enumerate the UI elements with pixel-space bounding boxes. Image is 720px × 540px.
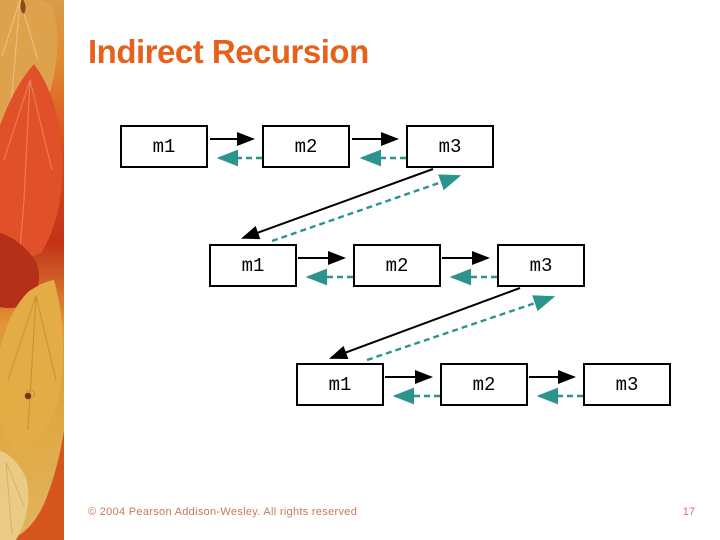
box-m2-level3: m2 — [440, 363, 528, 406]
box-m3-level3: m3 — [583, 363, 671, 406]
box-label: m3 — [615, 373, 639, 396]
return-arrow-l3-m1-l2-m3 — [366, 295, 556, 362]
box-label: m3 — [438, 135, 462, 158]
box-label: m1 — [328, 373, 352, 396]
copyright-text: © 2004 Pearson Addison-Wesley. All right… — [88, 506, 358, 518]
call-arrow-l2-m3-l3-m1 — [329, 287, 521, 360]
box-label: m2 — [385, 254, 409, 277]
autumn-leaves-sidebar-image — [0, 0, 64, 540]
box-label: m2 — [472, 373, 496, 396]
box-m1-level2: m1 — [209, 244, 297, 287]
call-arrow-l1-m3-l2-m1 — [241, 168, 434, 240]
return-arrow-l2-m1-l1-m3 — [271, 174, 462, 243]
box-m1-level3: m1 — [296, 363, 384, 406]
box-label: m2 — [294, 135, 318, 158]
box-m3-level2: m3 — [497, 244, 585, 287]
box-label: m1 — [152, 135, 176, 158]
box-m1-level1: m1 — [120, 125, 208, 168]
slide-number: 17 — [682, 506, 695, 518]
slide-title: Indirect Recursion — [88, 33, 369, 70]
box-m2-level1: m2 — [262, 125, 350, 168]
box-m3-level1: m3 — [406, 125, 494, 168]
box-label: m1 — [241, 254, 265, 277]
box-label: m3 — [529, 254, 553, 277]
box-m2-level2: m2 — [353, 244, 441, 287]
